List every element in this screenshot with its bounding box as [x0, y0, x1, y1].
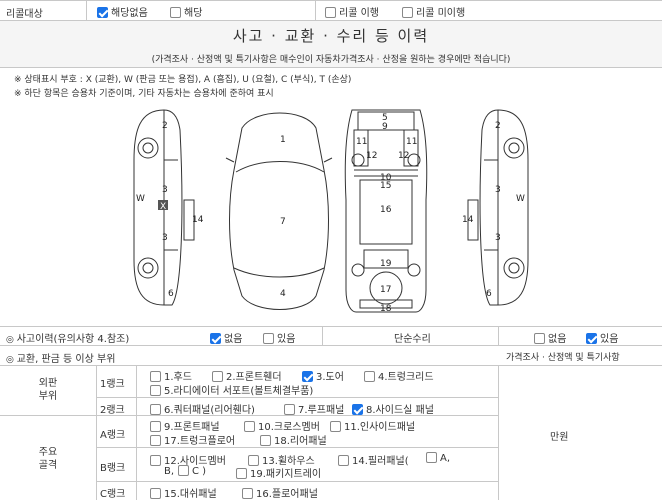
accident-none-checkbox[interactable] — [210, 333, 221, 344]
car-body-diagram: X W W 2 3 3 6 14 1 7 4 5 9 11 11 12 12 1… — [133, 109, 529, 314]
svg-text:X: X — [160, 202, 166, 212]
svg-text:11: 11 — [406, 137, 417, 147]
recall-label: 리콜대상 — [6, 9, 43, 20]
item-wheel-house[interactable]: 13.휠하우스 — [248, 452, 315, 467]
item-hood[interactable]: 1.후드 — [150, 368, 192, 383]
simple-yes-checkbox[interactable] — [586, 333, 597, 344]
accident-yes-checkbox[interactable] — [263, 333, 274, 344]
top-view — [229, 112, 329, 310]
item-side-member[interactable]: 12.사이드멤버 — [150, 452, 226, 467]
item-cross-member[interactable]: 10.크로스멤버 — [244, 418, 320, 433]
item-quarter-panel[interactable]: 6.쿼터패널(리어휀다) — [150, 401, 255, 416]
history-title: 사고 · 교환 · 수리 등 이력 — [232, 27, 430, 45]
recall-option-applicable[interactable]: 해당 — [170, 4, 202, 19]
recall-option-done[interactable]: 리콜 이행 — [325, 4, 379, 19]
recall-notdone-checkbox[interactable] — [402, 7, 413, 18]
item-roof-panel[interactable]: 7.루프패널 — [284, 401, 344, 416]
svg-text:2: 2 — [495, 121, 501, 131]
svg-text:12: 12 — [366, 151, 377, 161]
rank1-label: 1랭크 — [100, 379, 125, 390]
accident-label: ◎ 사고이력(유의사항 4.참조) — [6, 334, 130, 345]
svg-text:10: 10 — [380, 173, 392, 183]
svg-text:4: 4 — [280, 289, 286, 299]
svg-text:14: 14 — [462, 215, 474, 225]
rankB-label: B랭크 — [100, 463, 126, 474]
svg-text:9: 9 — [382, 122, 388, 132]
item-pillar-b[interactable]: B, — [164, 466, 175, 477]
svg-text:1: 1 — [280, 135, 286, 145]
svg-text:14: 14 — [192, 215, 204, 225]
svg-text:2: 2 — [162, 121, 168, 131]
svg-text:3: 3 — [495, 233, 501, 243]
svg-text:3: 3 — [495, 185, 501, 195]
underside-view — [344, 109, 428, 313]
svg-text:6: 6 — [168, 289, 174, 299]
item-pillar-panel[interactable]: 14.필러패널( — [338, 452, 409, 467]
rankA-label: A랭크 — [100, 430, 126, 441]
right-side-view — [479, 109, 529, 306]
price-header: 가격조사 · 산정액 및 특기사항 — [506, 353, 620, 363]
simple-none-checkbox[interactable] — [534, 333, 545, 344]
recall-applicable-checkbox[interactable] — [170, 7, 181, 18]
item-dash-panel[interactable]: 15.대쉬패널 — [150, 485, 217, 500]
recall-done-checkbox[interactable] — [325, 7, 336, 18]
svg-text:12: 12 — [398, 151, 409, 161]
item-inside-panel[interactable]: 11.인사이드패널 — [330, 418, 415, 433]
item-rear-panel[interactable]: 18.리어패널 — [260, 432, 327, 447]
recall-none-checkbox[interactable] — [97, 7, 108, 18]
svg-text:6: 6 — [486, 289, 492, 299]
item-package-tray[interactable]: 19.패키지트레이 — [236, 465, 321, 480]
exchange-mark — [158, 200, 168, 210]
item-pillar-c[interactable]: C ) — [178, 465, 206, 477]
item-front-panel[interactable]: 9.프론트패널 — [150, 418, 220, 433]
item-side-sill[interactable]: 8.사이드실 패널 — [352, 401, 434, 416]
accident-none-option[interactable]: 없음 — [210, 330, 242, 345]
accident-yes-option[interactable]: 있음 — [263, 330, 295, 345]
outer-panel-group: 외판 부위 — [38, 378, 58, 402]
simple-repair-label: 단순수리 — [394, 334, 431, 345]
weld-mark-right: W — [516, 194, 525, 204]
svg-text:7: 7 — [280, 217, 286, 227]
simple-yes-option[interactable]: 있음 — [586, 330, 618, 345]
item-floor-panel[interactable]: 16.플로어패널 — [242, 485, 318, 500]
svg-text:11: 11 — [356, 137, 367, 147]
svg-text:19: 19 — [380, 259, 392, 269]
svg-text:16: 16 — [380, 205, 392, 215]
left-side-view — [133, 109, 183, 306]
rank2-label: 2랭크 — [100, 405, 125, 416]
svg-text:18: 18 — [380, 304, 392, 314]
exchange-header: ◎ 교환, 판금 등 이상 부위 — [6, 354, 116, 365]
item-door[interactable]: 3.도어 — [302, 368, 344, 383]
simple-none-option[interactable]: 없음 — [534, 330, 566, 345]
legend-symbols: ※ 상태표시 부호 : X (교환), W (판금 또는 용접), A (흠집)… — [14, 75, 352, 85]
weld-mark-left: W — [136, 194, 145, 204]
item-front-fender[interactable]: 2.프론트휀더 — [212, 368, 282, 383]
svg-text:3: 3 — [162, 185, 168, 195]
item-trunk-lid[interactable]: 4.트렁크리드 — [364, 368, 434, 383]
price-unit: 만원 — [550, 432, 569, 443]
svg-text:5: 5 — [382, 113, 388, 123]
rankC-label: C랭크 — [100, 489, 126, 500]
recall-option-notdone[interactable]: 리콜 미이행 — [402, 4, 465, 19]
svg-text:17: 17 — [380, 285, 391, 295]
legend-note: ※ 하단 항목은 승용차 기준이며, 기타 자동차는 승용차에 준하여 표시 — [14, 89, 274, 99]
history-note: (가격조사 · 산정액 및 특기사항은 매수인이 자동차가격조사 · 산정을 원… — [151, 55, 511, 65]
svg-text:15: 15 — [380, 181, 391, 191]
main-frame-group: 주요 골격 — [38, 447, 58, 471]
item-trunk-floor[interactable]: 17.트렁크플로어 — [150, 432, 235, 447]
item-radiator-support[interactable]: 5.라디에이터 서포트(볼트체결부품) — [150, 382, 313, 397]
svg-text:3: 3 — [162, 233, 168, 243]
recall-option-none[interactable]: 해당없음 — [97, 4, 148, 19]
item-pillar-a[interactable]: A, — [426, 452, 450, 464]
